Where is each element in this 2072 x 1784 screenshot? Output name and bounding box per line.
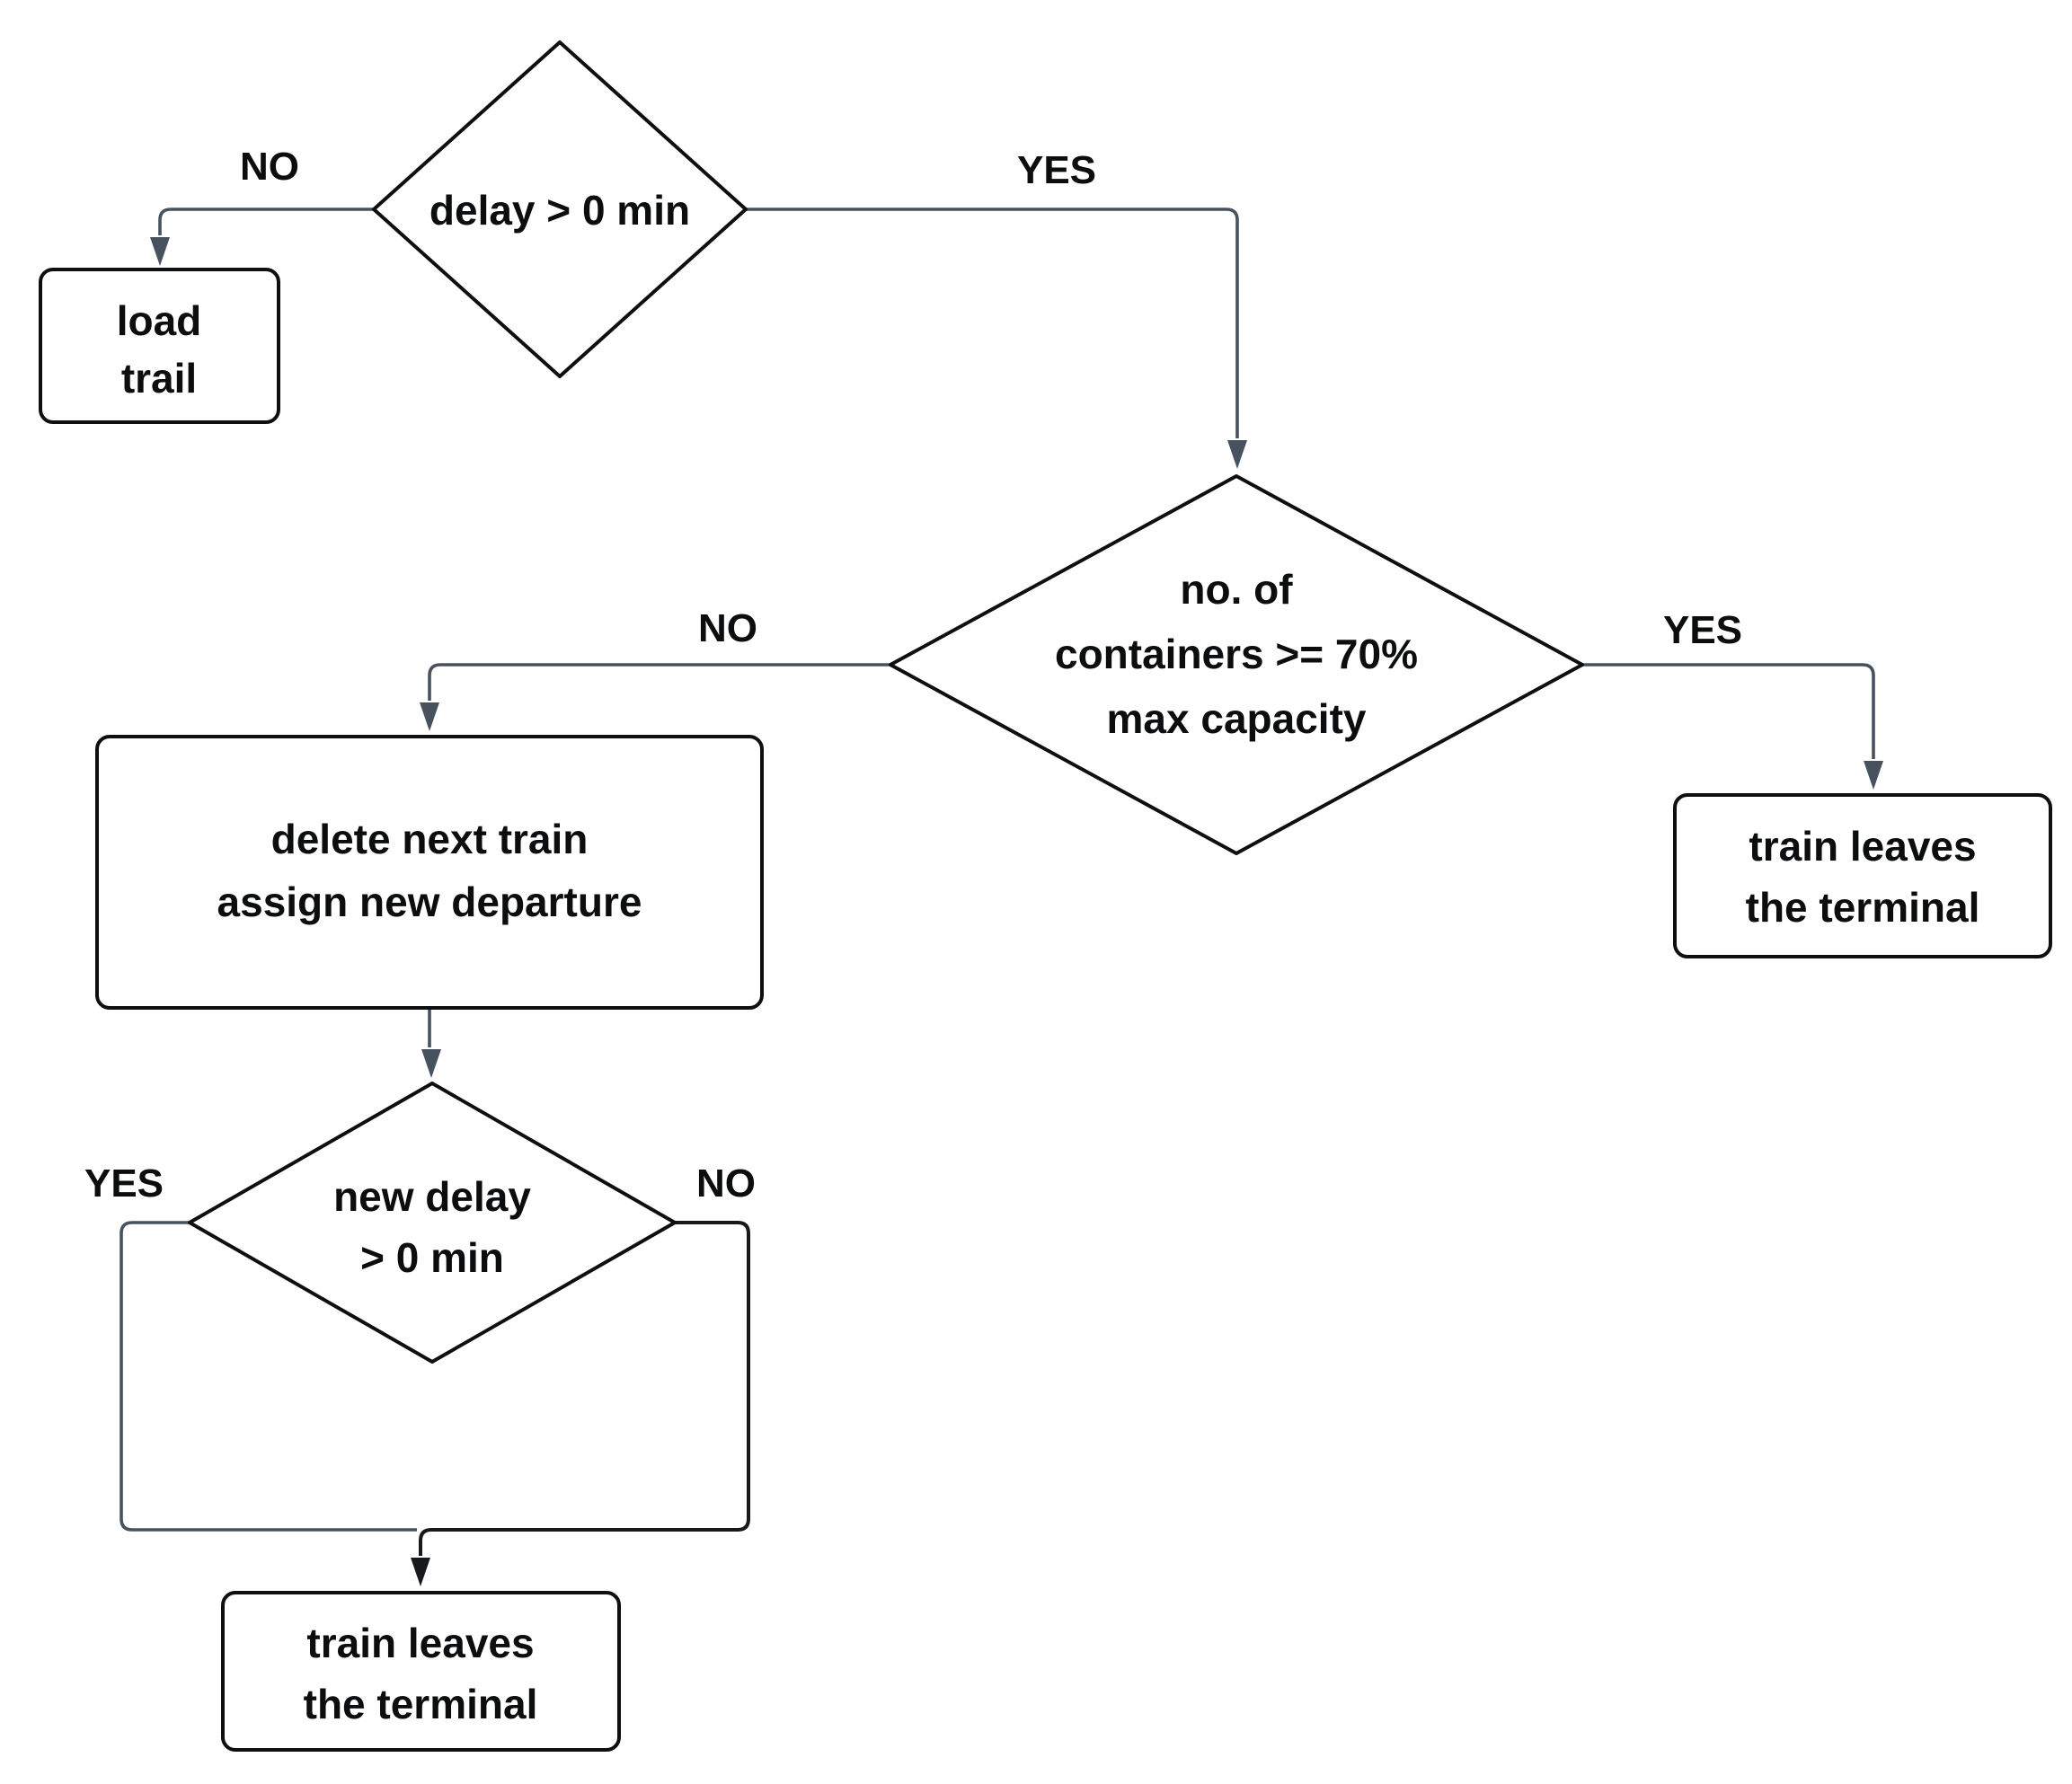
decision-new-delay-label-line1: new delay bbox=[333, 1173, 531, 1220]
train-leaves-bottom-box bbox=[221, 1591, 621, 1752]
decision-containers-diamond bbox=[889, 474, 1584, 855]
delete-train-label-line1: delete next train bbox=[271, 816, 589, 862]
decision-new-delay-diamond bbox=[188, 1082, 677, 1364]
train-leaves-right-box bbox=[1673, 793, 2052, 958]
edge-label-containers-yes: YES bbox=[1663, 608, 1742, 652]
load-trail-box bbox=[39, 268, 280, 424]
arrowhead-delete-to-newdelay bbox=[421, 1049, 441, 1078]
load-trail-label-line1: load bbox=[117, 297, 202, 344]
load-trail-label-line2: trail bbox=[121, 355, 197, 402]
edge-newdelay-no-path bbox=[419, 1221, 750, 1556]
decision-containers-label-line1: no. of bbox=[1180, 566, 1293, 613]
edge-delay-yes-path bbox=[746, 208, 1239, 438]
edge-label-containers-no: NO bbox=[698, 606, 757, 650]
decision-containers-label-line3: max capacity bbox=[1107, 695, 1367, 742]
train-leaves-right-label-line2: the terminal bbox=[1746, 884, 1980, 931]
decision-new-delay-label-line2: > 0 min bbox=[360, 1234, 504, 1281]
train-leaves-right-label-line1: train leaves bbox=[1749, 823, 1976, 870]
arrowhead-merge-to-bottom-box bbox=[411, 1558, 430, 1586]
arrowhead-containers-no bbox=[420, 702, 439, 731]
edge-label-delay-yes: YES bbox=[1017, 148, 1096, 192]
decision-containers-label-line2: containers >= 70% bbox=[1055, 631, 1418, 677]
arrowhead-delay-yes bbox=[1227, 440, 1247, 469]
delete-train-box bbox=[95, 735, 764, 1010]
decision-delay-label: delay > 0 min bbox=[429, 187, 690, 234]
edge-containers-yes-path bbox=[1582, 663, 1875, 759]
arrowhead-delay-no bbox=[150, 237, 170, 266]
edge-delay-no-path bbox=[158, 208, 374, 235]
edge-label-new-delay-no: NO bbox=[696, 1161, 756, 1206]
arrowhead-containers-yes bbox=[1864, 761, 1883, 790]
decision-delay-diamond bbox=[372, 40, 748, 378]
edge-containers-no-path bbox=[428, 663, 890, 701]
edge-label-delay-no: NO bbox=[240, 145, 299, 189]
train-leaves-bottom-label-line2: the terminal bbox=[304, 1681, 538, 1727]
edge-label-new-delay-yes: YES bbox=[84, 1161, 164, 1206]
train-leaves-bottom-label-line1: train leaves bbox=[306, 1620, 534, 1666]
delete-train-label-line2: assign new departure bbox=[217, 879, 642, 925]
edge-newdelay-yes-path bbox=[120, 1221, 417, 1532]
